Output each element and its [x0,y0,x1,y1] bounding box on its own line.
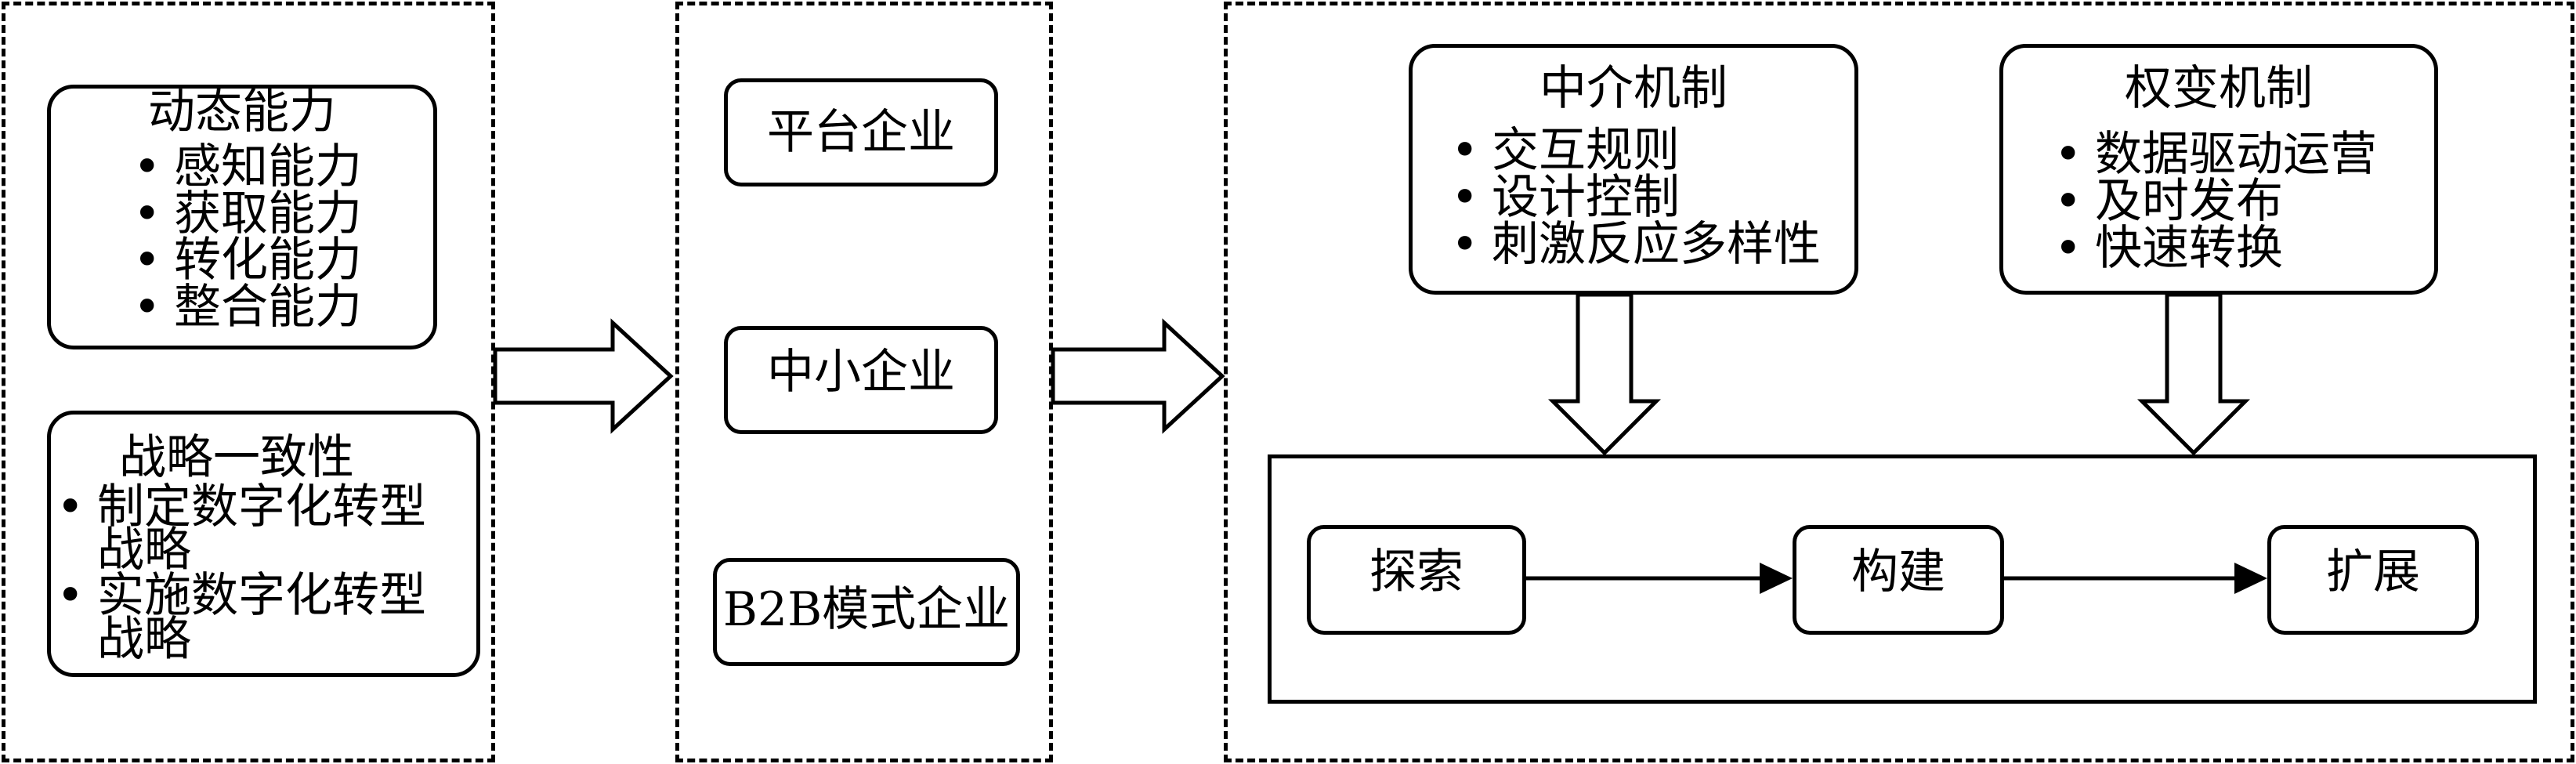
dynamic-capabilities-box [47,85,437,349]
enterprise-type-label: B2B模式企业 [722,582,1011,637]
dynamic-capability-item: •获取能力 [133,186,362,241]
intermediary-item: •刺激反应多样性 [1451,217,1821,272]
contingency-item: •及时发布 [2054,174,2283,229]
dynamic-capability-item: •转化能力 [133,233,362,288]
bullet: • [2054,127,2082,182]
intermediary-item: •交互规则 [1451,123,1680,178]
bullet: • [56,568,85,623]
mechanisms-panel [1224,2,2574,762]
enterprise-type-label: 中小企业 [767,345,955,400]
bullet: • [1451,123,1479,178]
process-stage-label: 扩展 [2326,545,2420,599]
bullet: • [1451,170,1479,225]
strategy-item-continued: 战略 [97,523,191,578]
bullet: • [56,480,85,534]
intermediary-mechanism-box [1409,44,1858,295]
bullet: • [2054,174,2082,229]
intermediary-mechanism-title: 中介机制 [1539,61,1728,116]
process-stage-box [1793,525,2004,635]
bullet: • [133,233,161,288]
bullet: • [2054,221,2082,276]
bullet: • [133,280,161,335]
process-frame [1268,454,2537,704]
contingency-item: •快速转换 [2054,221,2283,276]
dynamic-capability-item: •整合能力 [133,280,362,335]
bullet: • [133,139,161,194]
hollow-down-arrow-icon [2136,292,2251,456]
hollow-right-arrow-icon [1051,318,1225,434]
process-stage-box [2267,525,2479,635]
dynamic-capability-item: •感知能力 [133,139,362,194]
contingency-mechanism-title: 权变机制 [2125,61,2313,116]
enterprise-type-box [713,558,1020,666]
enterprise-type-label: 平台企业 [767,105,955,160]
strategy-consistency-title: 战略一致性 [119,430,354,485]
contingency-item: •数据驱动运营 [2054,127,2377,182]
enterprise-type-box [724,326,998,434]
dynamic-capabilities-title: 动态能力 [148,85,336,139]
process-stage-label: 探索 [1369,545,1463,599]
arrowhead-icon [2234,563,2267,594]
strategy-consistency-box [47,411,480,677]
intermediary-item: •设计控制 [1451,170,1680,225]
process-stage-box [1307,525,1526,635]
process-stage-label: 构建 [1851,545,1945,599]
strategy-item: •制定数字化转型 [56,480,426,534]
arrowhead-icon [1760,563,1793,594]
hollow-right-arrow-icon [493,318,674,434]
enterprise-type-box [724,78,998,186]
strategy-item: •实施数字化转型 [56,568,426,623]
bullet: • [1451,217,1479,272]
hollow-down-arrow-icon [1547,292,1662,456]
bullet: • [133,186,161,241]
strategy-item-continued: 战略 [97,612,191,667]
